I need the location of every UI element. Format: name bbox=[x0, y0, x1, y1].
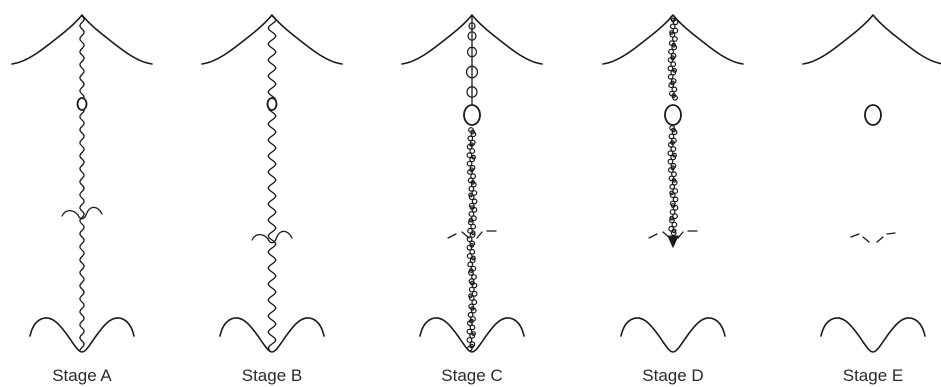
cut-dash bbox=[649, 234, 657, 238]
cord-line bbox=[80, 16, 84, 350]
cord-bead bbox=[471, 224, 476, 229]
cord-bead bbox=[469, 187, 474, 192]
cut-dash bbox=[851, 234, 859, 237]
cut-dash bbox=[448, 234, 456, 238]
cord-bead bbox=[671, 147, 676, 152]
stage-panel: Stage A bbox=[12, 15, 152, 385]
oval-marker bbox=[865, 105, 881, 125]
cut-dash bbox=[477, 232, 482, 238]
cut-mark-left bbox=[62, 211, 78, 216]
oval-marker bbox=[78, 98, 87, 110]
top-ridge-line bbox=[803, 15, 941, 64]
bottom-valley-line bbox=[220, 318, 324, 352]
cord-bead bbox=[673, 37, 678, 42]
cut-dash bbox=[877, 237, 883, 242]
cord-bead bbox=[668, 159, 673, 164]
stage-panel: Stage C bbox=[402, 15, 542, 385]
cut-dash bbox=[678, 232, 683, 238]
oval-marker bbox=[464, 105, 480, 125]
cut-dash bbox=[863, 237, 869, 242]
cut-dash bbox=[462, 232, 469, 238]
stage-label: Stage B bbox=[242, 366, 303, 385]
stage-label: Stage A bbox=[52, 366, 112, 385]
cut-mark-right bbox=[86, 207, 102, 215]
cord-bead bbox=[668, 75, 673, 80]
cord-bead bbox=[470, 325, 475, 330]
stage-label: Stage E bbox=[843, 366, 904, 385]
cut-mark-left bbox=[252, 235, 268, 240]
stage-label: Stage C bbox=[441, 366, 502, 385]
stage-panel: Stage B bbox=[202, 15, 342, 385]
cord-line bbox=[268, 16, 276, 350]
cord-bead bbox=[467, 338, 472, 343]
cord-bead bbox=[467, 161, 472, 166]
stage-panel: Stage D bbox=[603, 15, 743, 385]
cut-dash bbox=[887, 233, 895, 234]
bottom-valley-line bbox=[621, 318, 725, 352]
oval-marker bbox=[268, 98, 277, 110]
stage-label: Stage D bbox=[642, 366, 703, 385]
cord-bead bbox=[672, 222, 677, 227]
bottom-valley-line bbox=[821, 318, 925, 352]
cut-mark-right bbox=[276, 231, 292, 239]
cut-dash bbox=[663, 232, 670, 238]
cord-bead bbox=[472, 300, 477, 305]
oval-marker bbox=[665, 105, 681, 125]
cord-bead bbox=[468, 262, 473, 267]
cord-bead bbox=[670, 185, 675, 190]
stage-panel: Stage E bbox=[803, 15, 941, 385]
